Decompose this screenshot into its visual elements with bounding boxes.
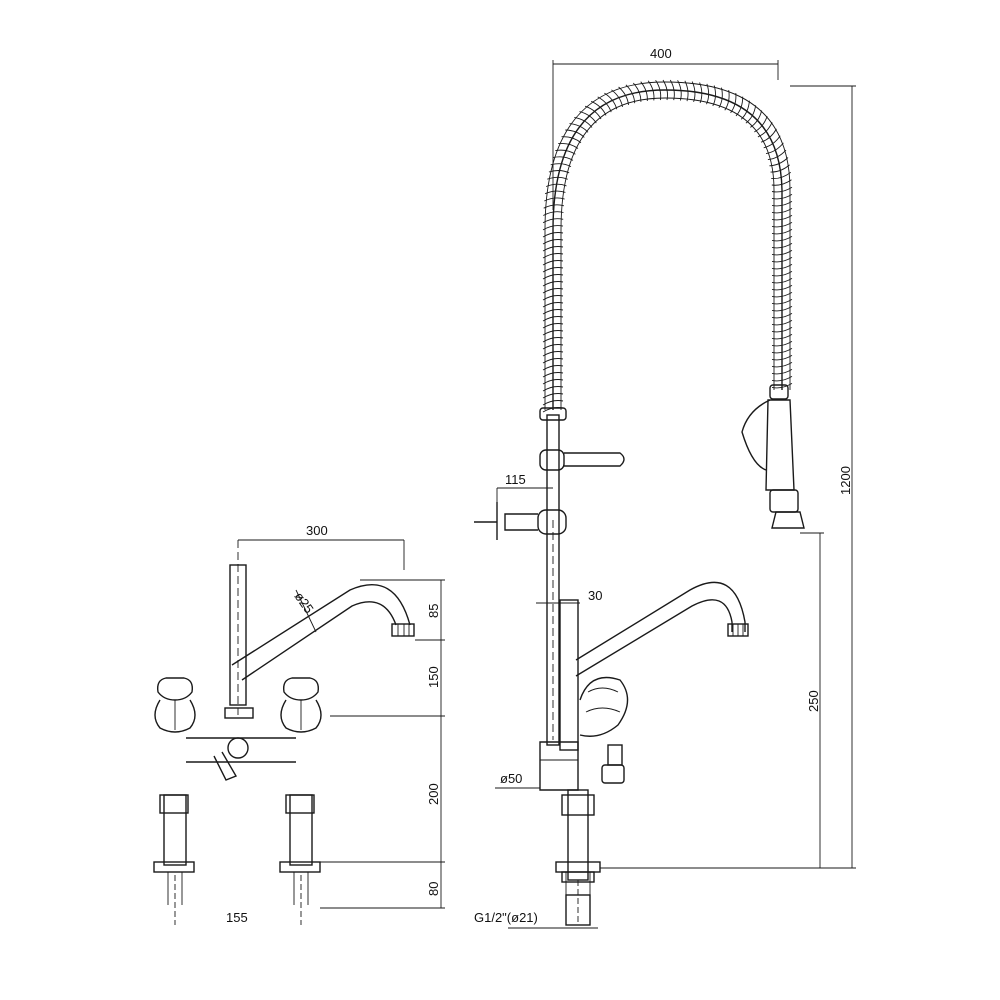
right-shank (279, 794, 321, 925)
spring-coil-turn (760, 128, 777, 143)
right-handle (280, 677, 322, 733)
spring-coil-turn (763, 135, 781, 149)
spring-collar (539, 407, 567, 421)
spring-coil-turn (765, 142, 784, 155)
dimension-80: 80 (426, 882, 441, 896)
hose (544, 81, 791, 410)
spring-coil-turn (745, 105, 757, 124)
left-handle (154, 677, 196, 733)
hose (560, 97, 775, 410)
dimension-1200: 1200 (838, 466, 853, 495)
upper-bracket (539, 449, 565, 471)
spring-coil-marks (542, 79, 793, 413)
spring-coil (552, 89, 783, 410)
dimension-150: 150 (426, 666, 441, 688)
deck-spout (231, 584, 411, 666)
spray-head (741, 384, 805, 529)
dimension-250: 250 (806, 690, 821, 712)
dimension-thread: G1/2"(ø21) (474, 910, 538, 925)
left-shank (153, 794, 195, 925)
dimension-85: 85 (426, 604, 441, 618)
spring-coil-turn (757, 122, 773, 138)
dimension-dia-25: ø25 (292, 589, 317, 616)
dimension-400: 400 (650, 46, 672, 61)
spring-coil-turn (754, 116, 768, 133)
pre-rinse-unit: 400 1200 250 115 30 ø50 G1/2"(ø21) (474, 46, 856, 929)
spring-coil-turn (750, 110, 763, 128)
deck-aerator (391, 623, 415, 637)
dimension-dia-50: ø50 (500, 771, 522, 786)
deck-mixer: ø25 (153, 523, 445, 925)
column (546, 414, 560, 746)
wall-bracket (537, 509, 567, 535)
dimension-30: 30 (588, 588, 602, 603)
dimension-300: 300 (306, 523, 328, 538)
dimension-200: 200 (426, 783, 441, 805)
dimension-115: 115 (505, 472, 526, 487)
mixer-body (539, 581, 749, 926)
dimension-155: 155 (226, 910, 248, 925)
swivel-spout (575, 581, 746, 661)
upper-bracket-arm (564, 452, 625, 467)
